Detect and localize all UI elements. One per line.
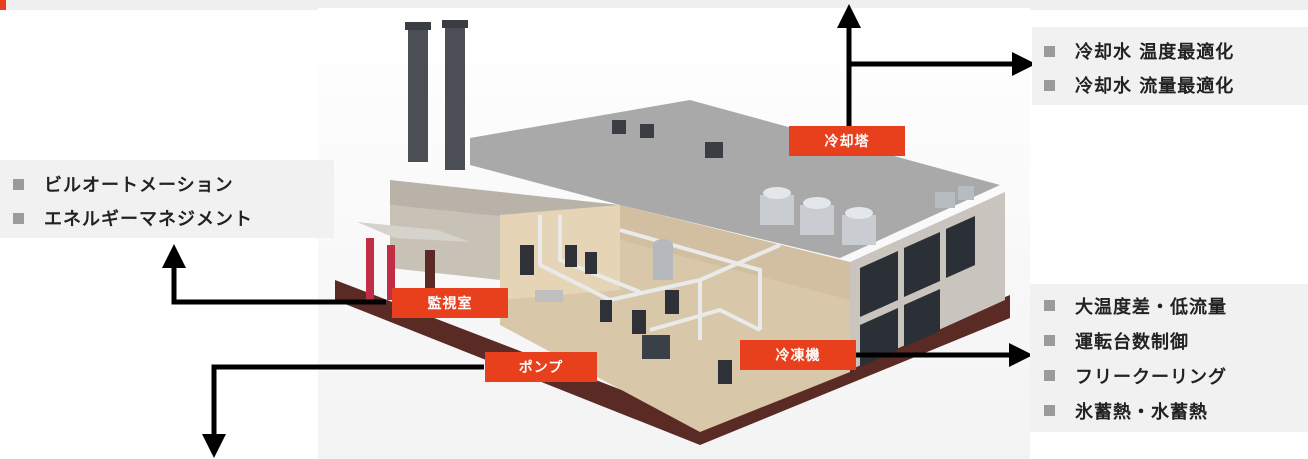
- smokestack-left: [408, 22, 428, 162]
- smokestack-right: [445, 20, 465, 170]
- monitoring-benefits-panel: ビルオートメーション エネルギーマネジメント: [0, 160, 334, 238]
- square-bullet-icon: [1044, 300, 1055, 311]
- arrow-right-head-top: [1012, 52, 1036, 76]
- arrow-right-head-bottom: [1009, 343, 1033, 367]
- square-bullet-icon: [1044, 335, 1055, 346]
- list-item: 運転台数制御: [1044, 323, 1308, 358]
- pump-label: ポンプ: [485, 352, 597, 382]
- arrow-up-head-left: [162, 244, 186, 268]
- cooling-tower-label: 冷却塔: [789, 126, 905, 156]
- square-bullet-icon: [1044, 79, 1055, 91]
- list-item: 氷蓄熱・水蓄熱: [1044, 393, 1308, 428]
- chiller-unit: [642, 335, 670, 359]
- list-item: 冷却水 温度最適化: [1044, 34, 1308, 68]
- square-bullet-icon: [1044, 370, 1055, 381]
- top-bar-accent: [0, 0, 6, 10]
- square-bullet-icon: [1044, 405, 1055, 416]
- list-item: 大温度差・低流量: [1044, 288, 1308, 323]
- list-item: 冷却水 流量最適化: [1044, 68, 1308, 102]
- square-bullet-icon: [1044, 45, 1055, 57]
- arrow-down-head: [202, 434, 226, 458]
- square-bullet-icon: [13, 178, 24, 190]
- list-item: エネルギーマネジメント: [13, 201, 334, 235]
- list-item: ビルオートメーション: [13, 167, 334, 201]
- cooling-tower-benefits-panel: 冷却水 温度最適化 冷却水 流量最適化: [1032, 27, 1308, 105]
- monitoring-room-label: 監視室: [392, 288, 508, 318]
- top-bar: [0, 0, 1308, 10]
- chiller-benefits-panel: 大温度差・低流量 運転台数制御 フリークーリング 氷蓄熱・水蓄熱: [1030, 284, 1308, 432]
- list-item: フリークーリング: [1044, 358, 1308, 393]
- arrow-up-head: [837, 4, 861, 28]
- square-bullet-icon: [13, 212, 24, 224]
- chiller-label: 冷凍機: [740, 340, 856, 370]
